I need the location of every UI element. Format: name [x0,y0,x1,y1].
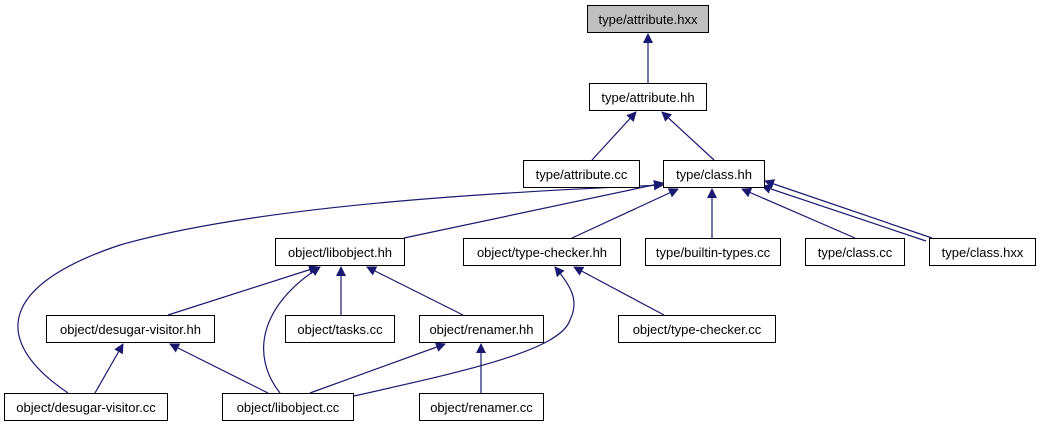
edge-type-checker-hh-class-hh [571,188,679,239]
edge-libobject-cc-desugar-visitor-hh [169,343,269,394]
edge-class-hh-attribute-hh [661,111,715,161]
node-type-attribute-hxx[interactable]: type/attribute.hxx [587,5,709,33]
edge-desugar-visitor-hh-libobject-hh [167,264,319,316]
edge-libobject-cc-type-checker-hh [353,266,575,397]
edge-class-hxx-class-hh-b [761,184,927,242]
edge-attribute-cc-attribute-hh [591,111,637,161]
node-object-renamer-hh[interactable]: object/renamer.hh [419,315,544,343]
edge-libobject-cc-libobject-hh [263,266,321,394]
edge-libobject-cc-renamer-hh [309,342,446,394]
node-object-libobject-cc[interactable]: object/libobject.cc [222,393,354,421]
node-object-tasks-cc[interactable]: object/tasks.cc [285,315,395,343]
node-type-class-hxx[interactable]: type/class.hxx [929,238,1036,266]
edge-desugar-visitor-cc-desugar-visitor-hh [94,343,124,394]
node-object-renamer-cc[interactable]: object/renamer.cc [419,393,544,421]
node-type-builtin-types-cc[interactable]: type/builtin-types.cc [645,238,781,266]
node-type-class-cc[interactable]: type/class.cc [805,238,905,266]
edge-renamer-hh-libobject-hh [366,266,464,316]
edge-class-hxx-class-hh [764,179,933,239]
node-object-libobject-hh[interactable]: object/libobject.hh [275,238,405,266]
edge-type-checker-cc-type-checker-hh [573,266,665,316]
node-type-attribute-hh[interactable]: type/attribute.hh [589,83,707,111]
node-object-desugar-visitor-hh[interactable]: object/desugar-visitor.hh [46,315,215,343]
node-object-desugar-visitor-cc[interactable]: object/desugar-visitor.cc [4,393,168,421]
node-object-type-checker-hh[interactable]: object/type-checker.hh [463,238,621,266]
edge-desugar-visitor-cc-class-hh [17,180,664,394]
edges-group [17,33,933,397]
node-type-class-hh[interactable]: type/class.hh [663,160,765,188]
node-type-attribute-cc[interactable]: type/attribute.cc [523,160,640,188]
edge-class-cc-class-hh [741,187,856,239]
edge-libobject-hh-class-hh [403,179,664,239]
node-object-type-checker-cc[interactable]: object/type-checker.cc [618,315,776,343]
